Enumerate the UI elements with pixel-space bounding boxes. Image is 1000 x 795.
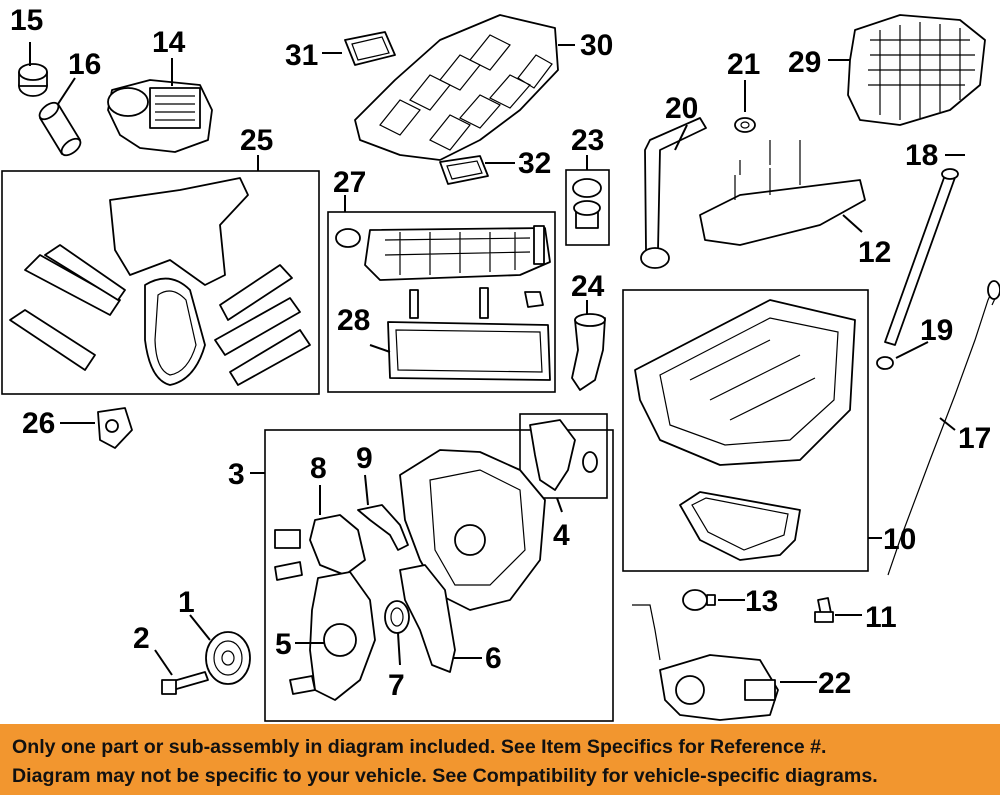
callout-23: 23	[571, 124, 604, 157]
callout-5: 5	[275, 628, 292, 661]
oil-pump-part	[632, 604, 779, 721]
valve-cover-gasket-part	[387, 287, 551, 381]
engine-parts-diagram: 15 16 14 31 30 21 29 20 18 12 32 23 24 2…	[1, 4, 1000, 722]
callout-6: 6	[485, 642, 502, 675]
callout-8: 8	[310, 452, 327, 485]
callout-31: 31	[285, 39, 318, 72]
water-pump-part	[289, 571, 376, 701]
timing-cover-box	[264, 429, 614, 722]
callout-18: 18	[905, 139, 938, 172]
oil-filter-housing-part	[107, 79, 213, 153]
gasket-9-part	[357, 504, 409, 551]
callout-30: 30	[580, 29, 613, 62]
valve-cover-part	[335, 225, 551, 281]
crankshaft-pulley-part	[205, 631, 251, 685]
timing-cover-gasket-part	[529, 419, 598, 491]
oil-filler-cap-part	[572, 178, 602, 229]
callout-28: 28	[337, 304, 370, 337]
callout-11: 11	[865, 601, 897, 634]
callout-9: 9	[356, 442, 373, 475]
seal-7-part	[384, 600, 410, 634]
bolt-2-part	[161, 671, 209, 695]
callout-1: 1	[178, 586, 195, 619]
dipstick-tube-part	[884, 168, 959, 346]
notice-line-1: Only one part or sub-assembly in diagram…	[12, 736, 827, 758]
dipstick-part	[887, 280, 1000, 576]
callout-24: 24	[571, 270, 605, 303]
water-pump-housing-part	[274, 514, 366, 581]
oil-filter-cap-part	[18, 63, 48, 97]
chain-tensioner-part	[97, 407, 133, 449]
intake-gasket-32-part	[439, 155, 489, 185]
timing-cover-inner-part	[399, 564, 456, 673]
timing-cover-gasket-box	[519, 413, 608, 499]
oil-pan-part	[634, 299, 856, 561]
oil-pan-box	[622, 289, 869, 572]
callout-25: 25	[240, 124, 273, 157]
intake-plenum-part	[847, 14, 986, 126]
callout-7: 7	[388, 669, 405, 702]
callout-29: 29	[788, 46, 821, 79]
washer-21-part	[734, 117, 756, 133]
bolt-11-part	[814, 597, 834, 623]
valve-cover-box	[327, 211, 556, 393]
timing-chain-kit-box	[1, 170, 320, 395]
windage-tray-part	[699, 140, 866, 246]
notice-line-2: Diagram may not be specific to your vehi…	[12, 765, 878, 787]
callout-3: 3	[228, 458, 245, 491]
o-ring-19-part	[876, 356, 894, 370]
callout-2: 2	[133, 622, 150, 655]
oil-filter-element-part	[38, 101, 82, 157]
intake-gasket-31-part	[344, 31, 396, 66]
leader-lines	[29, 42, 965, 683]
callout-15: 15	[10, 4, 43, 37]
callout-21: 21	[727, 48, 760, 81]
callout-27: 27	[333, 166, 366, 199]
timing-cover-part	[399, 449, 546, 611]
callout-32: 32	[518, 147, 551, 180]
callout-14: 14	[152, 26, 186, 59]
notice-banner: Only one part or sub-assembly in diagram…	[0, 724, 1000, 795]
oil-pickup-tube-part	[640, 117, 707, 269]
callout-12: 12	[858, 236, 891, 269]
callout-20: 20	[665, 92, 698, 125]
callout-26: 26	[22, 407, 55, 440]
callout-17: 17	[958, 422, 991, 455]
callout-13: 13	[745, 585, 778, 618]
callout-19: 19	[920, 314, 953, 347]
intake-manifold-part	[354, 14, 559, 161]
plug-13-part	[682, 589, 716, 611]
callout-4: 4	[553, 519, 570, 552]
callout-10: 10	[883, 523, 916, 556]
oil-filler-tube-part	[571, 313, 606, 391]
callout-22: 22	[818, 667, 851, 700]
callout-labels: 15 16 14 31 30 21 29 20 18 12 32 23 24 2…	[10, 4, 991, 702]
timing-chain-set-part	[9, 177, 311, 386]
callout-16: 16	[68, 48, 101, 81]
